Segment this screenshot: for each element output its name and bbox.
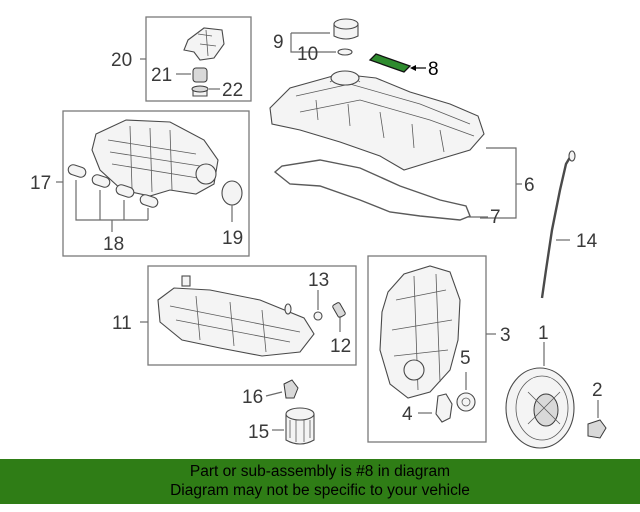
oil-pan [157,287,315,357]
callout-4: 4 [402,404,413,425]
group-7-gasket: 7 [273,159,501,228]
group-15-16-oil-filter: 16 15 [242,379,315,445]
group-3-chain-case: 3 4 5 [367,255,511,443]
callout-13: 13 [308,270,329,291]
callout-18: 18 [103,234,124,255]
part-13-washer [313,311,323,321]
part-21-grommet [192,67,208,83]
part-12-drain-bolt [332,302,346,318]
callout-11: 11 [112,313,132,334]
part-4-seal [435,393,453,423]
oil-filler-bracket [183,27,225,61]
group-14-dipstick: 14 [540,150,598,299]
callout-16: 16 [242,387,263,408]
banner-line-2: Diagram may not be specific to your vehi… [170,482,470,499]
group-1-2-crank-pulley: 1 2 [505,323,607,449]
banner-line-1: Part or sub-assembly is #8 in diagram [189,463,451,480]
callout-19: 19 [222,228,243,249]
callout-9: 9 [273,32,284,53]
callout-7: 7 [490,207,501,228]
group-17-intake-manifold: 17 18 19 [30,110,250,257]
group-11-oil-pan: 11 13 12 [112,265,357,366]
callout-15: 15 [248,422,269,443]
callout-14: 14 [576,231,598,252]
callout-8: 8 [428,59,439,80]
callout-21: 21 [151,65,172,86]
group-6-head-cover: 6 [269,70,535,219]
callout-20: 20 [111,50,132,71]
part-14-dipstick [540,153,574,299]
group-3-frame [367,255,487,443]
callout-1: 1 [538,323,549,344]
part-8-highlighted [368,53,412,73]
group-8-highlighted-part: 8 [368,53,439,80]
group-11-frame [147,265,357,366]
callout-2: 2 [592,380,603,401]
part-18-gaskets [67,164,159,208]
part-info-banner: Part or sub-assembly is #8 in diagram Di… [0,459,640,504]
group-9-10-filler-cap: 9 10 [273,18,359,65]
group-20-oil-filler: 20 21 22 [111,16,252,102]
exploded-parts-diagram: 20 21 22 9 10 8 6 7 [30,16,607,449]
part-10-washer [337,48,353,56]
callout-5: 5 [460,348,471,369]
callout-12: 12 [330,336,351,357]
part-16-oil-pressure-switch [283,379,299,399]
callout-10: 10 [297,44,318,65]
part-2-pulley-bolt [587,419,607,439]
part-6-cylinder-head-cover [269,73,485,171]
part-7-gasket [273,159,471,221]
part-19-gasket [221,180,243,206]
part-5-oil-seal [456,392,476,412]
callout-22: 22 [222,80,243,101]
intake-manifold [91,119,219,197]
callout-17: 17 [30,173,51,194]
group-17-frame [62,110,250,257]
callout-3: 3 [500,325,511,346]
callout-6: 6 [524,175,535,196]
